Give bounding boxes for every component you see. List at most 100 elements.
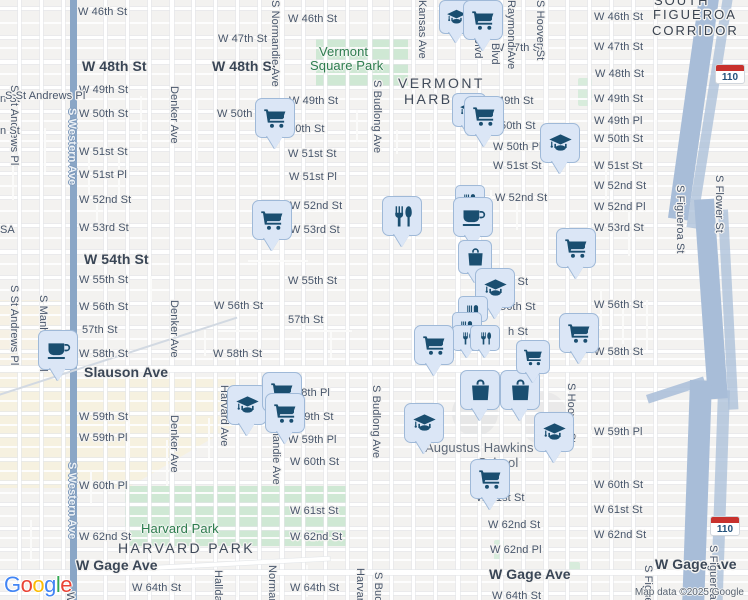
shield-number: 110: [721, 72, 739, 83]
road-segment: [646, 300, 648, 350]
road-segment: [0, 196, 748, 199]
street-label-edge: n St: [0, 93, 20, 105]
shopping-cart-icon: [422, 333, 447, 358]
road-segment: [0, 470, 748, 472]
shopping-cart-icon: [567, 321, 592, 346]
grocery-marker[interactable]: [463, 0, 503, 40]
grocery-marker[interactable]: [255, 98, 295, 138]
street-label-horizontal: W 58th St: [79, 348, 129, 360]
cafe-marker[interactable]: [38, 330, 78, 370]
road-segment: [0, 86, 748, 89]
grocery-marker[interactable]: [252, 200, 292, 240]
school-marker[interactable]: [404, 403, 444, 443]
road-segment: [0, 412, 748, 415]
street-label-edge: S St Andrews Pl: [5, 90, 86, 102]
cafe-icon: [46, 338, 71, 363]
street-label-vertical: S St Andrews Pl: [8, 285, 20, 366]
street-label-horizontal: W 52nd Pl: [594, 201, 646, 213]
road-segment: [0, 237, 748, 239]
park-label-vermont-square-line2: Square Park: [310, 58, 384, 73]
street-label-horizontal: W 53rd St: [594, 222, 644, 234]
restaurant-icon: [390, 204, 415, 229]
road-segment: [0, 481, 748, 484]
road-segment: [0, 131, 748, 134]
road-segment: [204, 330, 206, 356]
road-segment: [0, 358, 748, 360]
street-label-horizontal: W 64th St: [492, 590, 542, 600]
street-label-horizontal: W 47th St: [218, 33, 268, 45]
grocery-marker[interactable]: [556, 228, 596, 268]
grocery-marker[interactable]: [464, 96, 504, 136]
street-label-horizontal: W 51st Pl: [79, 169, 127, 181]
street-label-vertical: Denker Ave: [168, 86, 180, 144]
school-marker[interactable]: [227, 385, 267, 425]
grocery-marker[interactable]: [265, 393, 305, 433]
street-label-horizontal: W 59th Pl: [288, 434, 337, 446]
road-segment: [0, 350, 748, 353]
school-marker[interactable]: [534, 412, 574, 452]
road-segment: [62, 0, 65, 600]
road-segment: [280, 0, 284, 600]
shopping-cart-icon: [260, 208, 285, 233]
street-label-horizontal: 57th St: [288, 314, 324, 326]
shopping-cart-icon: [263, 106, 288, 131]
shopping-bag-icon: [508, 378, 533, 403]
road-segment: [0, 492, 748, 494]
road-segment: [218, 330, 260, 332]
street-label-horizontal: W 49th St: [289, 95, 339, 107]
street-label-horizontal: W Gage Ave: [489, 566, 571, 582]
street-label-vertical: S Hoover St: [534, 0, 546, 61]
street-label-horizontal: W 60th St: [290, 456, 340, 468]
road-segment: [0, 210, 748, 212]
grocery-marker[interactable]: [516, 340, 550, 374]
street-label-horizontal: W 59th Pl: [79, 432, 128, 444]
road-segment: [126, 0, 129, 600]
road-segment: [516, 200, 518, 230]
grocery-marker[interactable]: [470, 459, 510, 499]
s-western-ave-road[interactable]: [70, 0, 77, 600]
highway-shield-110-bottom: 110: [710, 516, 740, 536]
road-segment: [300, 330, 352, 332]
street-label-vertical: Harvard Blvd: [354, 568, 366, 600]
road-segment: [628, 200, 630, 256]
street-label-horizontal: W 46th St: [288, 13, 338, 25]
street-label-horizontal: W 49th Pl: [594, 115, 643, 127]
road-segment: [12, 150, 14, 200]
road-segment: [610, 0, 613, 600]
road-segment: [0, 73, 748, 75]
shop-marker[interactable]: [460, 370, 500, 410]
street-label-horizontal: 50th St: [289, 123, 325, 135]
neighborhood-south-figueroa-line2: FIGUEROA: [653, 7, 737, 22]
road-segment: [0, 400, 748, 402]
street-label-horizontal: W 46th St: [594, 11, 644, 23]
restaurant-marker[interactable]: [382, 196, 422, 236]
street-label-horizontal: W 50th St: [594, 133, 644, 145]
cafe-marker[interactable]: [453, 197, 493, 237]
grocery-marker[interactable]: [559, 313, 599, 353]
street-label-vertical: Kansas Ave: [416, 0, 428, 59]
road-segment: [544, 0, 548, 600]
restaurant-marker[interactable]: [470, 325, 500, 351]
street-label-horizontal: h St: [508, 326, 528, 338]
road-segment: [148, 0, 151, 600]
road-segment: [248, 260, 308, 262]
road-segment: [0, 263, 748, 265]
grocery-marker[interactable]: [414, 325, 454, 365]
road-segment: [88, 150, 90, 200]
road-segment: [0, 120, 748, 122]
street-label-horizontal: W 50th St: [79, 108, 129, 120]
street-label-horizontal: W 49th St: [79, 84, 129, 96]
street-label-vertical: S Budlong Ave: [370, 385, 382, 459]
shopping-cart-icon: [478, 467, 503, 492]
road-segment: [170, 0, 174, 600]
road-segment: [346, 0, 349, 600]
road-segment: [396, 130, 398, 154]
street-label-horizontal: W 56th St: [79, 301, 129, 313]
school-marker[interactable]: [540, 123, 580, 163]
road-segment: [632, 0, 635, 600]
road-segment: [0, 314, 748, 316]
road-segment: [356, 110, 358, 142]
road-segment: [600, 290, 602, 330]
shopping-cart-icon: [471, 8, 496, 33]
